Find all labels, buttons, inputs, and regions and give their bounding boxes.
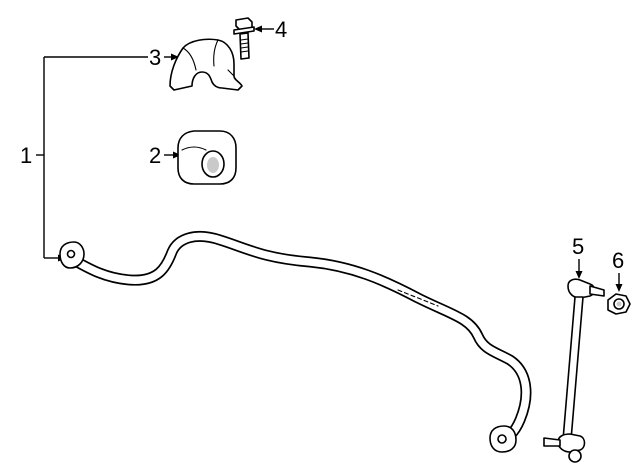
- callout-5-label: 5: [572, 234, 584, 259]
- callout-3-label: 3: [149, 45, 161, 70]
- callout-4-label: 4: [275, 17, 287, 42]
- callout-3-arrow: [164, 53, 179, 61]
- stabilizer-bar-icon: [59, 231, 532, 453]
- callout-1-label: 1: [20, 143, 32, 168]
- bracket-icon: [169, 38, 243, 91]
- callout-4-arrow: [254, 25, 274, 33]
- stabilizer-link-icon: [543, 278, 605, 463]
- bolt-icon: [233, 17, 255, 60]
- callout-2-arrow: [164, 151, 181, 159]
- callout-6-arrow: [615, 273, 623, 292]
- callout-6-label: 6: [612, 248, 624, 273]
- callout-1-leader: [36, 56, 148, 262]
- callout-5-arrow: [575, 259, 583, 279]
- nut-icon: [607, 293, 631, 315]
- callout-2-label: 2: [149, 143, 161, 168]
- bushing-icon: [177, 130, 237, 185]
